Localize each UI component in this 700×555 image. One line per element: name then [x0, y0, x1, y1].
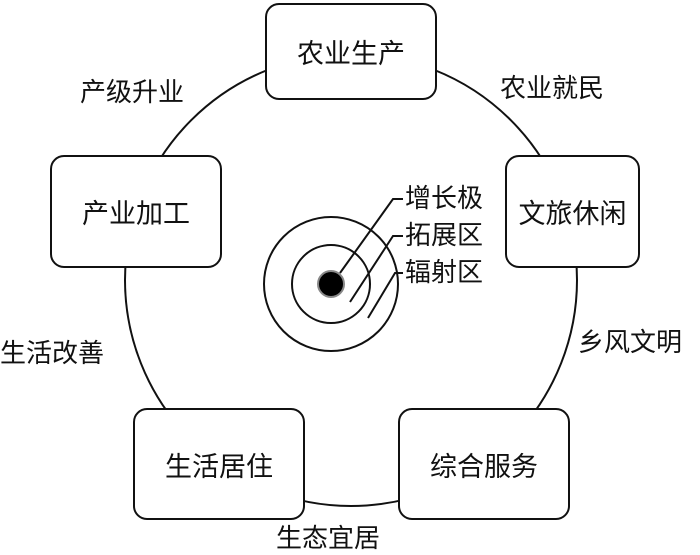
box-living-residence: 生活居住	[133, 408, 305, 520]
link-label-right: 乡风文明	[578, 328, 683, 358]
radiation-zone-label: 辐射区	[405, 258, 484, 288]
radiation-zone-leader	[367, 272, 403, 319]
growth-pole-leader	[339, 198, 403, 274]
box-agricultural-production: 农业生产	[265, 3, 437, 100]
box-cultural-tourism: 文旅休闲	[505, 155, 640, 268]
growth-pole-dot	[317, 270, 345, 298]
radiation-zone-circle	[263, 216, 399, 352]
expansion-zone-leader	[349, 235, 403, 303]
link-label-top-right: 农业就民	[500, 74, 605, 104]
growth-pole-label: 增长极	[405, 184, 484, 214]
box-comprehensive-services: 综合服务	[398, 408, 570, 520]
box-industrial-processing: 产业加工	[50, 155, 222, 268]
link-label-top-left: 产级升业	[80, 78, 185, 108]
expansion-zone-label: 拓展区	[405, 221, 484, 251]
expansion-zone-circle	[291, 244, 371, 324]
link-label-left: 生活改善	[0, 339, 105, 369]
link-label-bottom: 生态宜居	[276, 524, 381, 554]
